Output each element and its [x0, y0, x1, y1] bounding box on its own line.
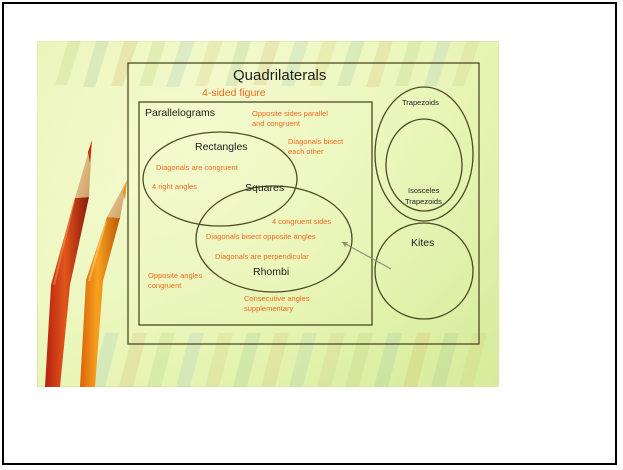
property-opposite-angles-line2: congruent	[148, 281, 182, 290]
diagram-lines	[127, 62, 480, 345]
property-opposite-sides-line2: and congruent	[252, 119, 301, 128]
orange-pencil	[80, 180, 127, 387]
isosceles-trapezoids-label: Trapezoids	[405, 197, 442, 206]
rhombi-label: Rhombi	[253, 266, 289, 278]
quadrilateral-diagram: Quadrilaterals 4-sided figure Parallelog…	[37, 41, 499, 387]
property-opposite-angles-line1: Opposite angles	[148, 271, 202, 280]
slide: Quadrilaterals 4-sided figure Parallelog…	[37, 41, 499, 387]
property-right-angles: 4 right angles	[152, 182, 197, 191]
property-opposite-sides-line1: Opposite sides parallel	[252, 109, 328, 118]
isosceles-label: Isosceles	[408, 186, 440, 195]
page-frame: Quadrilaterals 4-sided figure Parallelog…	[2, 2, 617, 465]
diagram-subtitle: 4-sided figure	[202, 87, 266, 99]
red-pencil	[45, 140, 92, 387]
property-diagonals-bisect-angles: Diagonals bisect opposite angles	[206, 232, 316, 241]
property-consecutive-angles-line1: Consecutive angles	[244, 294, 310, 303]
property-diagonals-bisect-line2: each other	[288, 147, 324, 156]
rhombi-region	[195, 185, 353, 293]
parallelograms-boundary	[138, 101, 373, 326]
diagram-title: Quadrilaterals	[233, 67, 326, 84]
squares-label: Squares	[245, 182, 284, 194]
property-congruent-sides: 4 congruent sides	[272, 217, 331, 226]
kite-arrow	[341, 241, 392, 270]
parallelograms-label: Parallelograms	[145, 107, 215, 119]
trapezoids-region	[374, 86, 474, 222]
property-consecutive-angles-line2: supplementary	[244, 304, 293, 313]
isosceles-trapezoids-region	[385, 118, 463, 212]
kites-label: Kites	[411, 237, 434, 249]
rectangles-label: Rectangles	[195, 141, 248, 153]
trapezoids-label: Trapezoids	[402, 98, 439, 107]
property-diagonals-perpendicular: Diagonals are perpendicular	[215, 252, 309, 261]
kites-region	[374, 222, 474, 320]
rectangles-region	[142, 131, 298, 227]
quadrilaterals-boundary	[127, 62, 480, 345]
diagram-text: Quadrilaterals 4-sided figure Parallelog…	[145, 67, 442, 313]
property-diagonals-congruent: Diagonals are congruent	[156, 163, 239, 172]
property-diagonals-bisect-line1: Diagonals bisect	[288, 137, 344, 146]
